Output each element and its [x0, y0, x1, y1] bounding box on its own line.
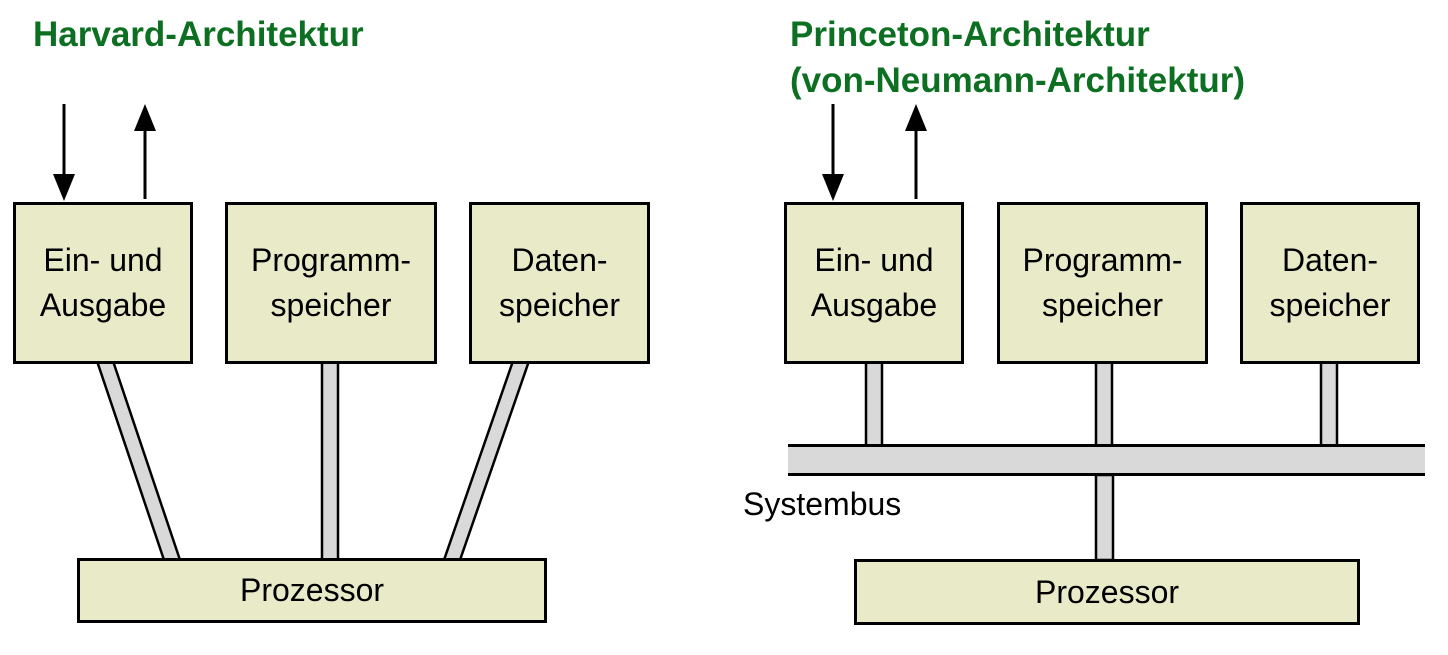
princeton-box-io: Ein- und Ausgabe [784, 202, 964, 364]
princeton-title-line2: (von-Neumann-Architektur) [790, 61, 1246, 101]
system-bus-label: Systembus [743, 486, 902, 522]
arrow-head [53, 174, 75, 201]
princeton-output-arrow-icon [905, 104, 927, 199]
harvard-input-arrow-icon [53, 104, 75, 201]
harvard-output-arrow-icon [134, 104, 156, 199]
harvard-box-io: Ein- und Ausgabe [13, 202, 193, 364]
arrow-head [134, 104, 156, 131]
harvard-box-data-memory: Daten- speicher [469, 202, 650, 364]
princeton-system-bus [788, 444, 1425, 476]
princeton-box-data-memory: Daten- speicher [1240, 202, 1420, 364]
princeton-data-drop [1319, 359, 1339, 448]
harvard-title: Harvard-Architektur [33, 15, 364, 54]
princeton-io-drop [864, 359, 884, 448]
princeton-title-line1: Princeton-Architektur [790, 15, 1150, 54]
harvard-data-bus [442, 359, 531, 562]
arrow-head [905, 104, 927, 131]
princeton-title: Princeton-Architektur (von-Neumann-Archi… [790, 12, 1245, 104]
harvard-io-bus [95, 359, 182, 562]
arrow-head [822, 174, 844, 201]
harvard-processor-box: Prozessor [77, 558, 547, 623]
princeton-processor-drop [1094, 473, 1115, 562]
princeton-program-drop [1094, 359, 1114, 448]
princeton-box-program-memory: Programm- speicher [997, 202, 1208, 364]
harvard-program-bus [320, 359, 340, 562]
system-bus-bar [788, 444, 1425, 476]
princeton-processor-box: Prozessor [854, 559, 1360, 625]
princeton-input-arrow-icon [822, 104, 844, 201]
harvard-box-program-memory: Programm- speicher [225, 202, 437, 364]
